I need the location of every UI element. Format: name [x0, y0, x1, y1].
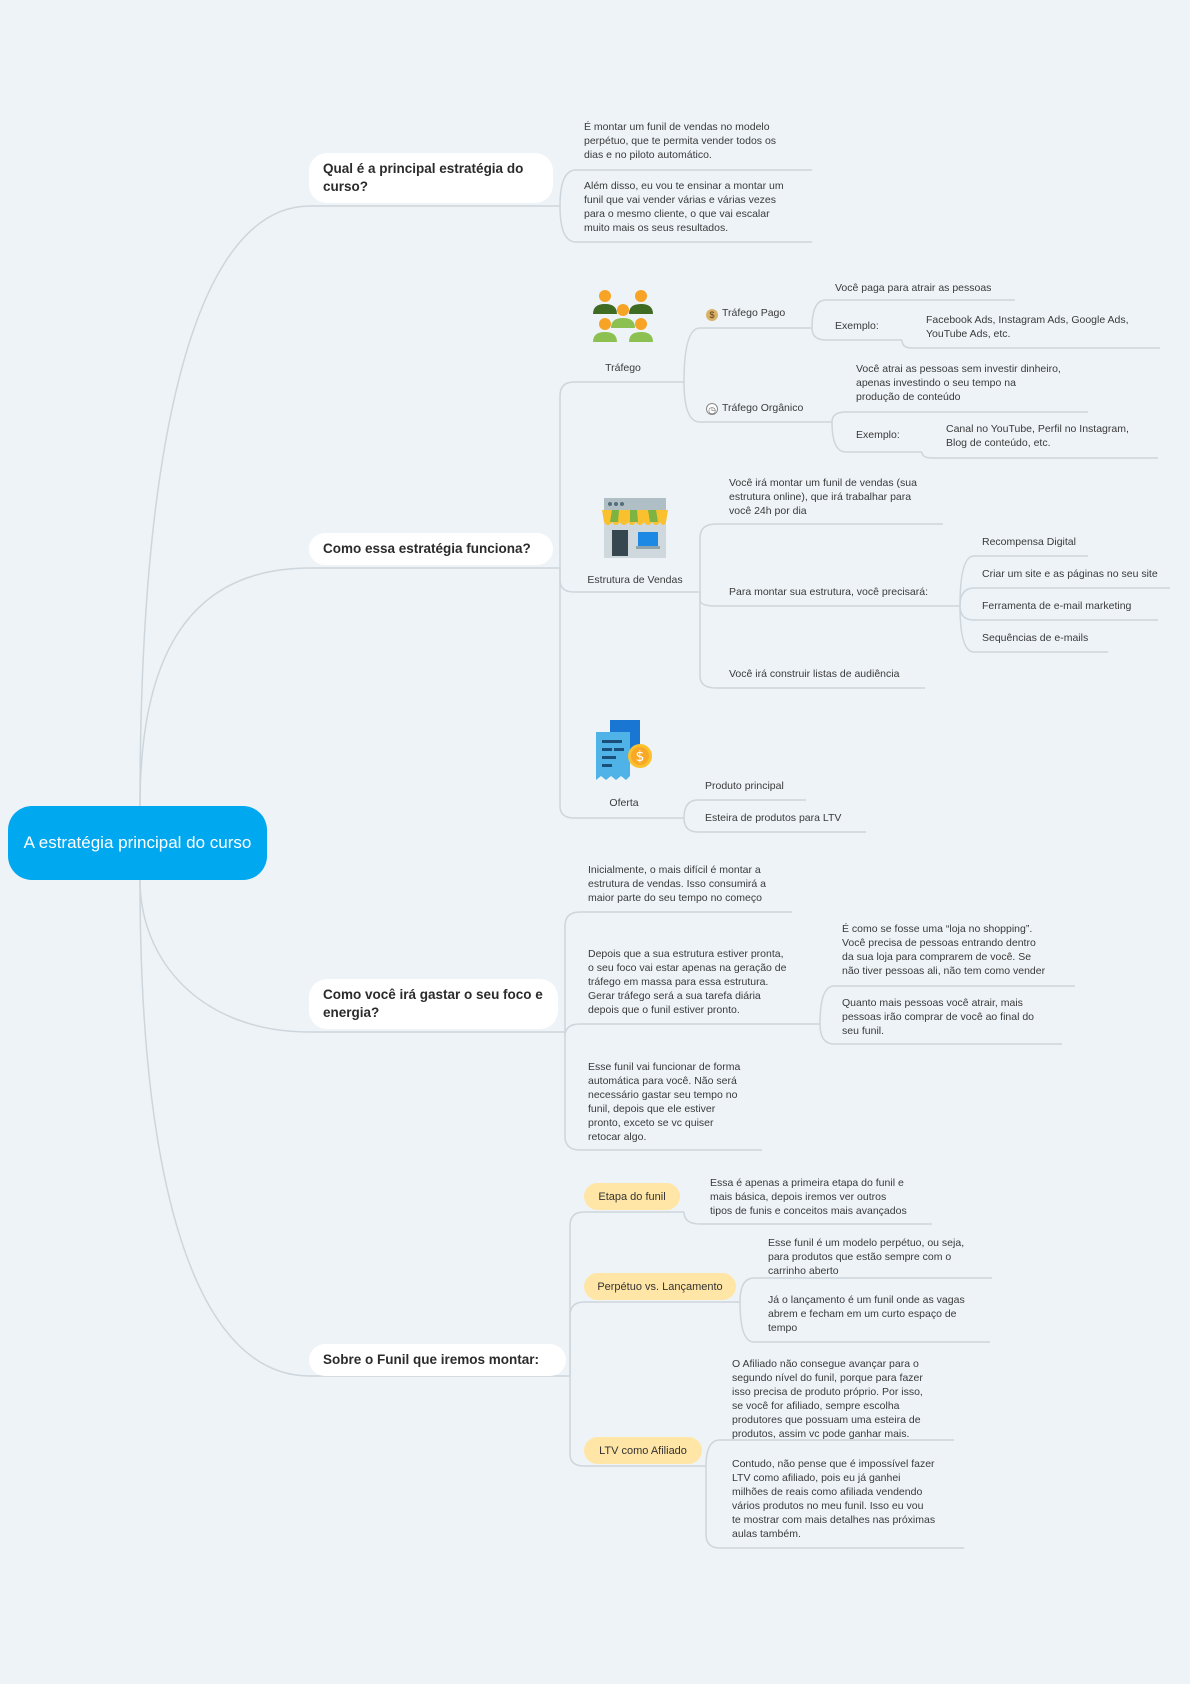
money-bag-icon: $ — [706, 309, 718, 321]
trafego-organico-exemplo-label: Exemplo: — [856, 429, 900, 441]
q3-answer-1: Inicialmente, o mais difícil é montar a … — [588, 864, 767, 904]
root-topic[interactable]: A estratégia principal do curso — [8, 806, 267, 880]
node-estrutura-vendas[interactable]: Estrutura de Vendas — [587, 574, 683, 586]
node-trafego-pago[interactable]: $ Tráfego Pago — [706, 306, 785, 321]
trafego-pago-desc: Você paga para atrair as pessoas — [835, 282, 992, 294]
oferta-item-2: Esteira de produtos para LTV — [705, 812, 842, 824]
estrutura-item-2: Criar um site e as páginas no seu site — [982, 568, 1158, 580]
trafego-pago-exemplo-label: Exemplo: — [835, 320, 879, 332]
topic-foco-energia[interactable]: Como você irá gastar o seu foco e energi… — [309, 979, 558, 1029]
ltv-answer-1: O Afiliado não consegue avançar para o s… — [732, 1358, 923, 1440]
q3-answer-2: Depois que a sua estrutura estiver pront… — [588, 948, 787, 1016]
people-group-icon — [593, 290, 653, 342]
estrutura-item-3: Ferramenta de e-mail marketing — [982, 600, 1132, 612]
trafego-organico-exemplo: Canal no YouTube, Perfil no Instagram, B… — [946, 423, 1129, 449]
node-trafego[interactable]: Tráfego — [605, 362, 641, 374]
trafego-organico-desc: Você atrai as pessoas sem investir dinhe… — [856, 363, 1061, 403]
clock-icon: ◷ — [706, 403, 718, 415]
estrutura-listas: Você irá construir listas de audiência — [729, 668, 900, 680]
node-ltv-afiliado[interactable]: LTV como Afiliado — [584, 1437, 702, 1464]
estrutura-precisara: Para montar sua estrutura, você precisar… — [729, 586, 929, 598]
node-etapa-funil[interactable]: Etapa do funil — [584, 1183, 680, 1210]
q3-answer-2-sub-2: Quanto mais pessoas você atrair, mais pe… — [842, 997, 1035, 1037]
estrutura-item-1: Recompensa Digital — [982, 536, 1076, 548]
svg-text:$: $ — [636, 749, 645, 765]
q3-answer-3: Esse funil vai funcionar de forma automá… — [588, 1061, 741, 1143]
ltv-answer-2: Contudo, não pense que é impossível faze… — [732, 1458, 936, 1540]
trafego-pago-exemplo: Facebook Ads, Instagram Ads, Google Ads,… — [926, 314, 1129, 340]
estrutura-desc: Você irá montar um funil de vendas (sua … — [729, 477, 917, 517]
oferta-item-1: Produto principal — [705, 780, 784, 792]
node-oferta[interactable]: Oferta — [609, 797, 639, 809]
q1-answer-2: Além disso, eu vou te ensinar a montar u… — [584, 180, 784, 234]
receipt-coin-icon: $ — [596, 720, 652, 780]
topic-como-funciona[interactable]: Como essa estratégia funciona? — [309, 533, 553, 565]
storefront-icon — [602, 498, 668, 558]
node-trafego-organico[interactable]: ◷ Tráfego Orgânico — [706, 401, 803, 415]
topic-sobre-funil[interactable]: Sobre o Funil que iremos montar: — [309, 1344, 566, 1376]
perpetuo-answer-2: Já o lançamento é um funil onde as vagas… — [768, 1294, 965, 1334]
q3-answer-2-sub-1: É como se fosse uma “loja no shopping”. … — [842, 923, 1046, 977]
q1-answer-1: É montar um funil de vendas no modelo pe… — [584, 121, 777, 161]
topic-principal-estrategia[interactable]: Qual é a principal estratégia do curso? — [309, 153, 553, 203]
trafego-organico-label: Tráfego Orgânico — [722, 402, 804, 414]
perpetuo-answer-1: Esse funil é um modelo perpétuo, ou seja… — [768, 1237, 965, 1277]
node-perpetuo-lancamento[interactable]: Perpétuo vs. Lançamento — [584, 1273, 736, 1300]
etapa-desc: Essa é apenas a primeira etapa do funil … — [710, 1177, 907, 1217]
trafego-pago-label: Tráfego Pago — [722, 307, 786, 319]
estrutura-item-4: Sequências de e-mails — [982, 632, 1089, 644]
